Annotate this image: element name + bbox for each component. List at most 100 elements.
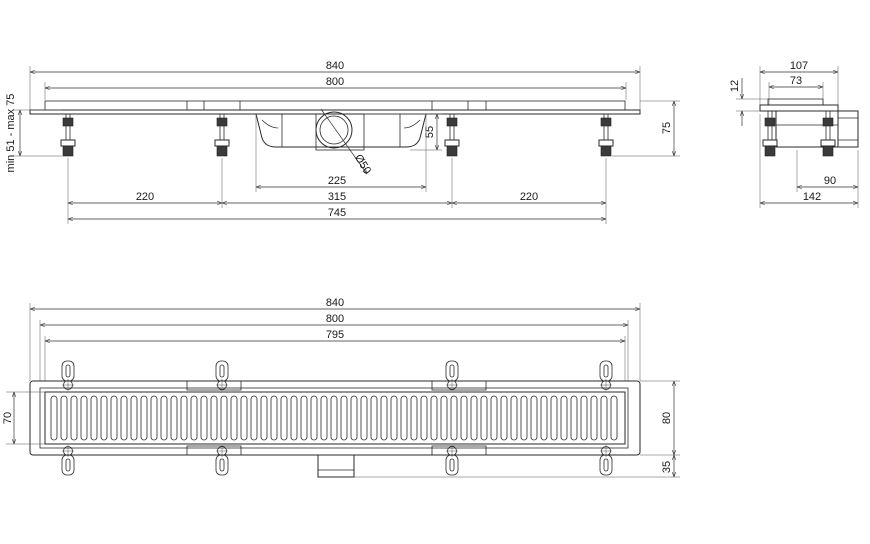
front-dim-75: 75 xyxy=(661,122,673,134)
grate-slot xyxy=(250,395,258,441)
grate-slot xyxy=(450,395,458,441)
top-view-grate xyxy=(44,391,626,445)
grate-slot xyxy=(220,395,228,441)
top-view: 840 800 795 70 80 35 xyxy=(2,297,680,478)
grate-slot xyxy=(390,395,398,441)
front-dim-55: 55 xyxy=(424,126,436,138)
mounting-lug xyxy=(445,454,459,476)
side-foot-left xyxy=(762,111,778,157)
grate-slot xyxy=(440,395,448,441)
grate-slot xyxy=(140,395,148,441)
grate-slot xyxy=(400,395,408,441)
grate-slot xyxy=(230,395,238,441)
grate-slot xyxy=(120,395,128,441)
front-dim-840: 840 xyxy=(326,60,344,72)
grate-slot xyxy=(100,395,108,441)
grate-slot xyxy=(280,395,288,441)
front-foot-4 xyxy=(598,114,614,157)
front-dim-800: 800 xyxy=(326,76,344,88)
front-dim-220-right: 220 xyxy=(520,191,538,203)
grate-slot xyxy=(600,395,608,441)
grate-slot xyxy=(90,395,98,441)
grate-slot xyxy=(500,395,508,441)
grate-slot xyxy=(270,395,278,441)
grate-slot xyxy=(610,395,618,441)
front-dim-height-range: min 51 - max 75 xyxy=(5,94,17,173)
grate-slot xyxy=(210,395,218,441)
front-dim-diameter: Ø50 xyxy=(352,152,373,176)
front-view: 840 800 Ø50 xyxy=(5,60,680,224)
grate-slot xyxy=(570,395,578,441)
grate-slot xyxy=(150,395,158,441)
grate-slot xyxy=(550,395,558,441)
grate-slot xyxy=(50,395,58,441)
grate-slot xyxy=(350,395,358,441)
grate-slot xyxy=(290,395,298,441)
side-foot-right xyxy=(820,111,836,157)
top-dim-70: 70 xyxy=(2,412,14,424)
mounting-lug xyxy=(215,360,229,382)
front-dim-225: 225 xyxy=(328,175,346,187)
grate-slot xyxy=(160,395,168,441)
grate-slot xyxy=(380,395,388,441)
front-foot-1 xyxy=(60,114,76,157)
top-dim-35: 35 xyxy=(661,461,673,473)
grate-slot xyxy=(460,395,468,441)
grate-slot xyxy=(540,395,548,441)
grate-slot xyxy=(420,395,428,441)
front-dim-745: 745 xyxy=(328,207,346,219)
side-view: 107 73 12 xyxy=(729,60,859,208)
grate-slot xyxy=(430,395,438,441)
mounting-lug xyxy=(61,360,75,382)
side-dim-12: 12 xyxy=(729,80,741,92)
grate-slot xyxy=(560,395,568,441)
grate-slot xyxy=(180,395,188,441)
mounting-lug xyxy=(445,360,459,382)
side-dim-142: 142 xyxy=(803,191,821,203)
front-foot-2 xyxy=(214,114,230,157)
grate-slot xyxy=(530,395,538,441)
grate-slot xyxy=(410,395,418,441)
grate-slot xyxy=(510,395,518,441)
front-foot-3 xyxy=(444,114,460,157)
grate-slot xyxy=(310,395,318,441)
mounting-lug xyxy=(599,454,613,476)
grate-slot xyxy=(320,395,328,441)
grate-slot xyxy=(260,395,268,441)
grate-slot xyxy=(370,395,378,441)
grate-slot xyxy=(60,395,68,441)
grate-slot xyxy=(330,395,338,441)
grate-slot xyxy=(240,395,248,441)
grate-slot xyxy=(340,395,348,441)
grate-slot xyxy=(200,395,208,441)
grate-slot xyxy=(480,395,488,441)
grate-slot xyxy=(520,395,528,441)
side-dim-107: 107 xyxy=(790,60,808,72)
top-view-outlet xyxy=(317,454,355,478)
top-dim-800: 800 xyxy=(326,313,344,325)
grate-slot xyxy=(490,395,498,441)
grate-slot xyxy=(110,395,118,441)
grate-slot xyxy=(130,395,138,441)
grate-slot xyxy=(470,395,478,441)
grate-slot xyxy=(170,395,178,441)
grate-slot xyxy=(590,395,598,441)
grate-slot xyxy=(70,395,78,441)
side-dim-90: 90 xyxy=(824,175,836,187)
mounting-lug xyxy=(61,454,75,476)
side-dim-73: 73 xyxy=(790,75,802,87)
mounting-lug xyxy=(599,360,613,382)
grate-slot xyxy=(190,395,198,441)
grate-slot xyxy=(360,395,368,441)
mounting-lug xyxy=(215,454,229,476)
grate-slots xyxy=(50,395,618,441)
top-dim-795: 795 xyxy=(326,329,344,341)
grate-slot xyxy=(300,395,308,441)
front-dim-220-left: 220 xyxy=(136,191,154,203)
top-dim-80: 80 xyxy=(661,412,673,424)
grate-slot xyxy=(80,395,88,441)
grate-slot xyxy=(580,395,588,441)
front-dim-315: 315 xyxy=(328,191,346,203)
top-dim-840: 840 xyxy=(326,297,344,309)
